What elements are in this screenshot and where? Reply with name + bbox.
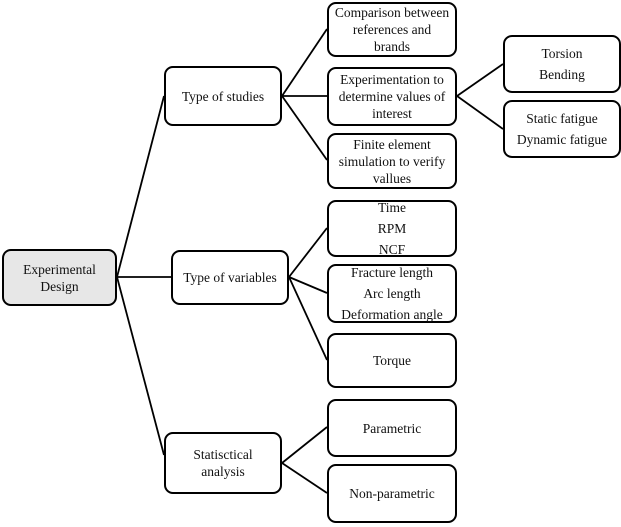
node-label: Type of variables — [183, 270, 277, 285]
node-torque: Torque — [327, 333, 457, 388]
node-experimental-design: Experimental Design — [2, 249, 117, 306]
node-fracture-arc-deformation: Fracture length Arc length Deformation a… — [327, 264, 457, 323]
node-label: Experimentation to determine values of i… — [338, 72, 446, 121]
node-statistical-analysis: Statisctical analysis — [164, 432, 282, 494]
node-label: Static fatigue Dynamic fatigue — [516, 111, 608, 147]
node-label: Torsion Bending — [539, 46, 585, 82]
node-comparison-references-brands: Comparison between references and brands — [327, 2, 457, 57]
node-parametric: Parametric — [327, 399, 457, 457]
node-label: Parametric — [362, 420, 422, 436]
node-label: Time RPM NCF — [377, 200, 407, 257]
node-torsion-bending: Torsion Bending — [503, 35, 621, 93]
node-type-of-studies: Type of studies — [164, 66, 282, 126]
node-label: Finite element simulation to verify vall… — [338, 136, 446, 186]
node-label: Statisctical analysis — [193, 447, 253, 479]
node-label: Type of studies — [181, 88, 265, 104]
node-experimentation-values: Experimentation to determine values of i… — [327, 67, 457, 126]
node-type-of-variables: Type of variables — [171, 250, 289, 305]
node-static-dynamic-fatigue: Static fatigue Dynamic fatigue — [503, 100, 621, 158]
node-time-rpm-ncf: Time RPM NCF — [327, 200, 457, 257]
node-label: Comparison between references and brands — [334, 5, 450, 54]
node-label: Non-parametric — [349, 486, 435, 501]
node-label: Torque — [372, 353, 412, 368]
node-label: Experimental Design — [23, 261, 96, 294]
node-label: Fracture length Arc length Deformation a… — [341, 265, 443, 322]
node-finite-element-simulation: Finite element simulation to verify vall… — [327, 133, 457, 189]
node-non-parametric: Non-parametric — [327, 464, 457, 523]
